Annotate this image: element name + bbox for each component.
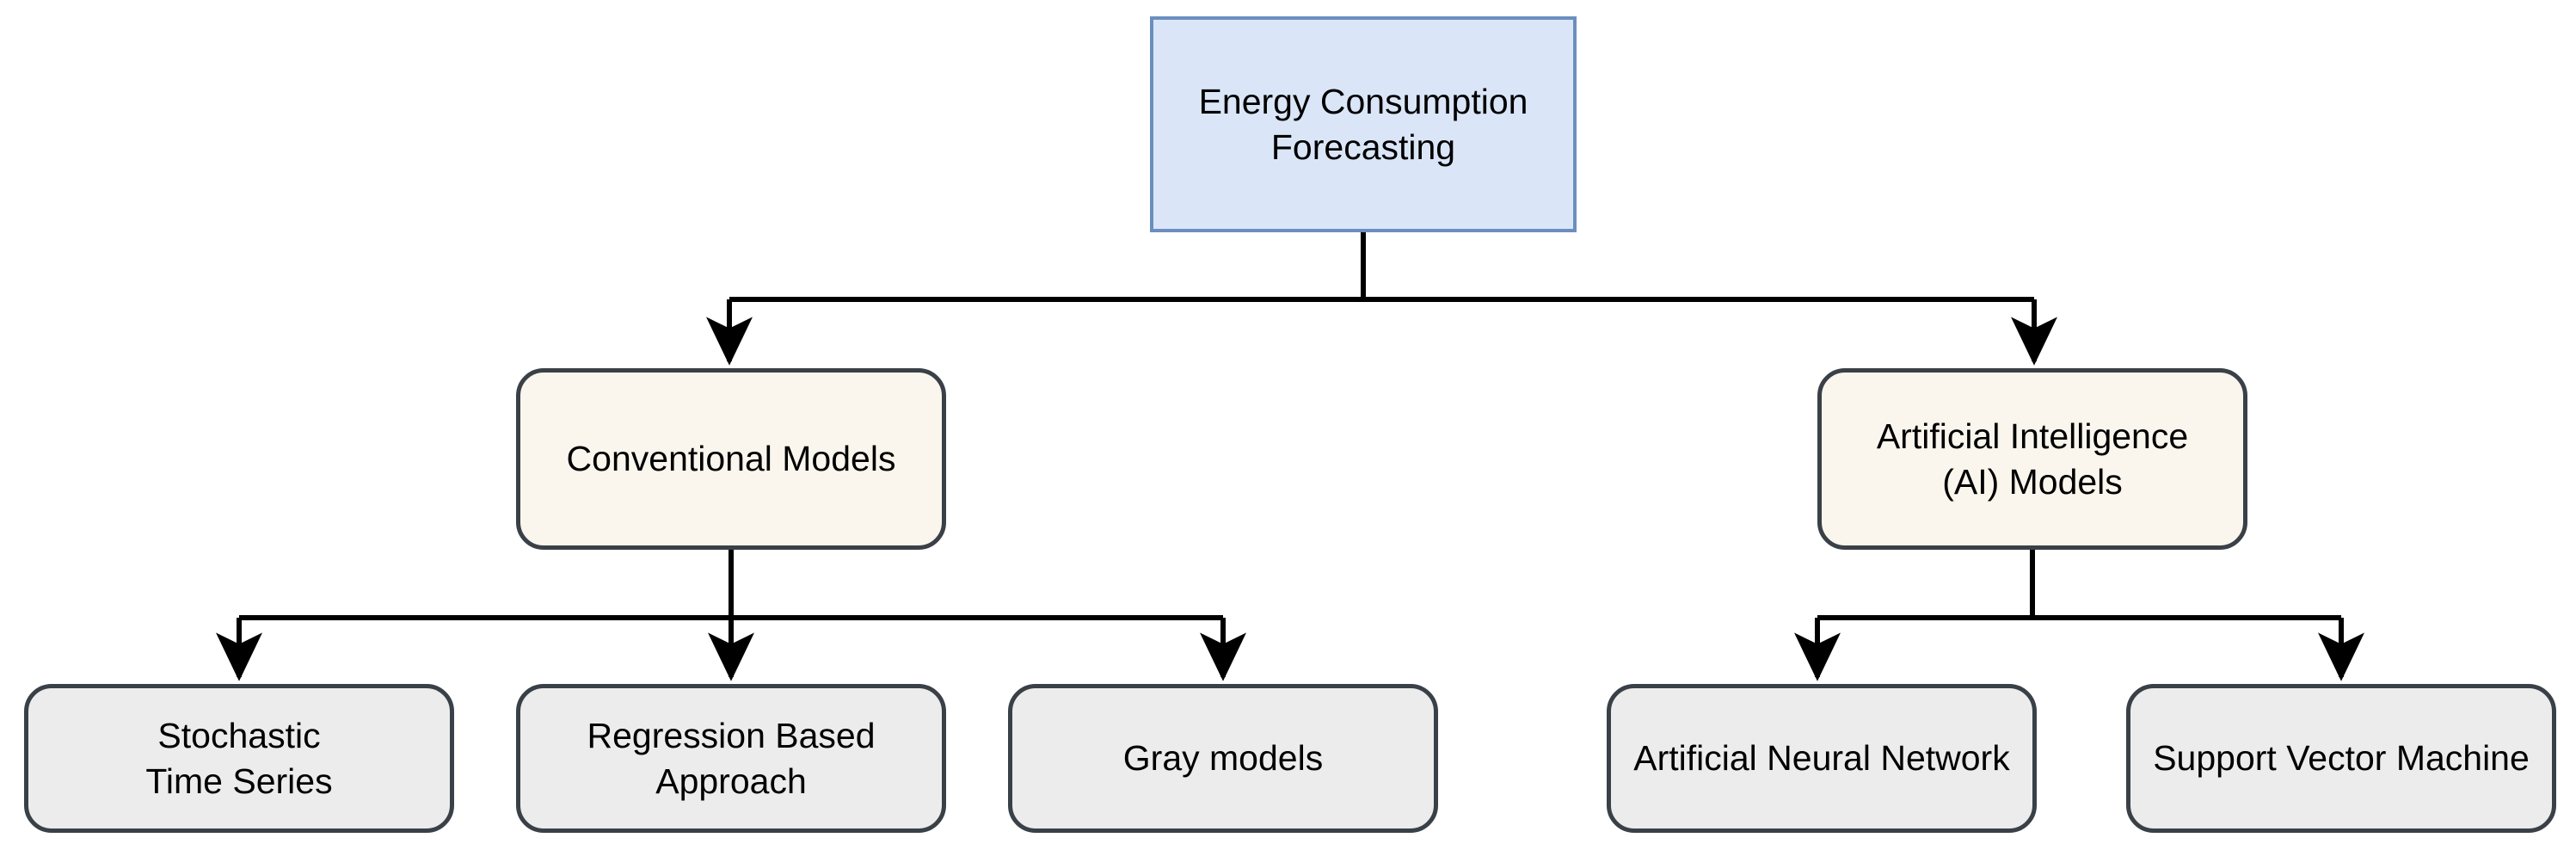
node-label-regression-based-approach: Regression Based Approach bbox=[587, 716, 876, 801]
edge-root-to-level1 bbox=[706, 232, 2057, 366]
node-regression-based-approach[interactable]: Regression Based Approach bbox=[516, 684, 946, 833]
node-gray-models[interactable]: Gray models bbox=[1008, 684, 1438, 833]
node-artificial-neural-network[interactable]: Artificial Neural Network bbox=[1607, 684, 2037, 833]
node-label-stochastic-time-series: Stochastic Time Series bbox=[145, 716, 333, 801]
node-conventional-models[interactable]: Conventional Models bbox=[516, 368, 946, 550]
node-stochastic-time-series[interactable]: Stochastic Time Series bbox=[24, 684, 454, 833]
edge-ai-to-leaves bbox=[1794, 550, 2364, 681]
node-label-artificial-neural-network: Artificial Neural Network bbox=[1633, 738, 2010, 779]
edge-conventional-to-leaves bbox=[216, 550, 1246, 681]
node-support-vector-machine[interactable]: Support Vector Machine bbox=[2126, 684, 2556, 833]
node-artificial-intelligence-models[interactable]: Artificial Intelligence (AI) Models bbox=[1817, 368, 2247, 550]
node-label-artificial-intelligence-models: Artificial Intelligence (AI) Models bbox=[1876, 416, 2189, 502]
node-label-support-vector-machine: Support Vector Machine bbox=[2153, 738, 2530, 779]
node-label-conventional-models: Conventional Models bbox=[566, 439, 896, 479]
node-label-energy-consumption-forecasting: Energy Consumption Forecasting bbox=[1198, 82, 1528, 167]
node-energy-consumption-forecasting[interactable]: Energy Consumption Forecasting bbox=[1150, 16, 1577, 232]
node-label-gray-models: Gray models bbox=[1122, 738, 1324, 779]
